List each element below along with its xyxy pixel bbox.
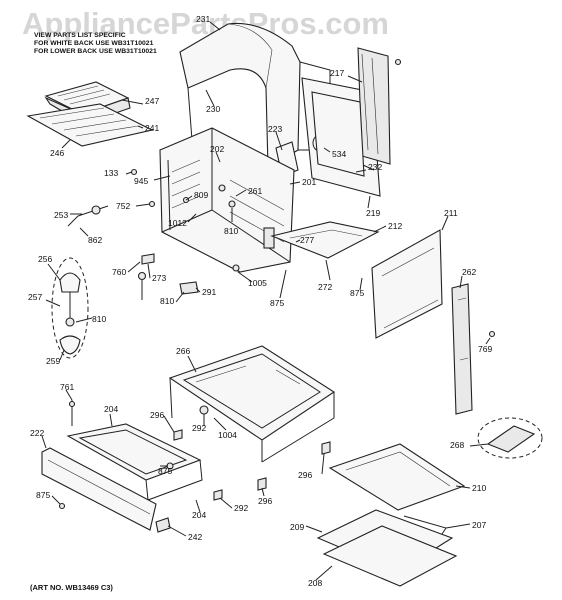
callout-296: 296 [258, 496, 272, 506]
note-line-2: FOR WHITE BACK USE WB31T10021 [34, 40, 154, 47]
callout-292: 292 [192, 423, 206, 433]
callout-1004: 1004 [218, 430, 237, 440]
callout-277: 277 [300, 235, 314, 245]
note-line-3: FOR LOWER BACK USE WB31T10021 [34, 48, 157, 55]
bottom-cover-part [328, 443, 466, 511]
callout-256: 256 [38, 254, 52, 264]
watermark: AppliancePartsPros.com [22, 6, 389, 41]
callout-761: 761 [60, 382, 74, 392]
hinge-parts [67, 58, 402, 300]
callout-257: 257 [28, 292, 42, 302]
callout-810: 810 [224, 226, 238, 236]
callout-875: 875 [350, 288, 364, 298]
oven-rack-part [26, 103, 154, 147]
drawer-hardware [58, 400, 331, 533]
callout-266: 266 [176, 346, 190, 356]
callout-752: 752 [116, 201, 130, 211]
element-assembly-part [51, 257, 89, 359]
callout-273: 273 [152, 273, 166, 283]
callout-242: 242 [188, 532, 202, 542]
callout-945: 945 [134, 176, 148, 186]
callout-241: 241 [145, 123, 159, 133]
oven-bottom-part [270, 221, 380, 259]
callout-760: 760 [112, 267, 126, 277]
callout-272: 272 [318, 282, 332, 292]
callout-810: 810 [92, 314, 106, 324]
callout-809: 809 [194, 190, 208, 200]
callout-875: 875 [270, 298, 284, 308]
art-number: (ART NO. WB13469 C3) [30, 583, 113, 592]
callout-534: 534 [332, 149, 346, 159]
callout-209: 209 [290, 522, 304, 532]
side-strip-part [451, 283, 496, 415]
callout-259: 259 [46, 356, 60, 366]
base-plate-part [322, 525, 458, 587]
oven-liner-part [159, 127, 295, 273]
callout-204: 204 [104, 404, 118, 414]
callout-253: 253 [54, 210, 68, 220]
callout-230: 230 [206, 104, 220, 114]
callout-862: 862 [88, 235, 102, 245]
callout-217: 217 [330, 68, 344, 78]
receptacle-part [477, 417, 543, 459]
rear-cover-part [311, 47, 391, 177]
callout-204: 204 [192, 510, 206, 520]
callout-810: 810 [160, 296, 174, 306]
callout-208: 208 [308, 578, 322, 588]
drawer-frame-part [168, 345, 336, 463]
callout-1012: 1012 [168, 218, 187, 228]
callout-222: 222 [30, 428, 44, 438]
note-line-1: VIEW PARTS LIST SPECIFIC [34, 32, 126, 39]
callout-212: 212 [388, 221, 402, 231]
callout-246: 246 [50, 148, 64, 158]
callout-202: 202 [210, 144, 224, 154]
callout-219: 219 [366, 208, 380, 218]
callout-875: 875 [158, 466, 172, 476]
side-panel-part [371, 229, 443, 339]
callout-labels: 231 217 247 230 241 223 534 246 202 232 133 945 201 2… [28, 14, 492, 588]
callout-231: 231 [196, 14, 210, 24]
callout-133: 133 [104, 168, 118, 178]
leader-lines [41, 21, 491, 581]
callout-262: 262 [462, 267, 476, 277]
callout-268: 268 [450, 440, 464, 450]
callout-207: 207 [472, 520, 486, 530]
callout-247: 247 [145, 96, 159, 106]
callout-211: 211 [444, 208, 458, 218]
callout-232: 232 [368, 162, 382, 172]
drawer-front-part [41, 447, 157, 531]
callout-201: 201 [302, 177, 316, 187]
callout-291: 291 [202, 287, 216, 297]
callout-292: 292 [234, 503, 248, 513]
callout-1005: 1005 [248, 278, 267, 288]
callout-210: 210 [472, 483, 486, 493]
callout-769: 769 [478, 344, 492, 354]
callout-875: 875 [36, 490, 50, 500]
callout-223: 223 [268, 124, 282, 134]
callout-296: 296 [150, 410, 164, 420]
callout-261: 261 [248, 186, 262, 196]
callout-296: 296 [298, 470, 312, 480]
